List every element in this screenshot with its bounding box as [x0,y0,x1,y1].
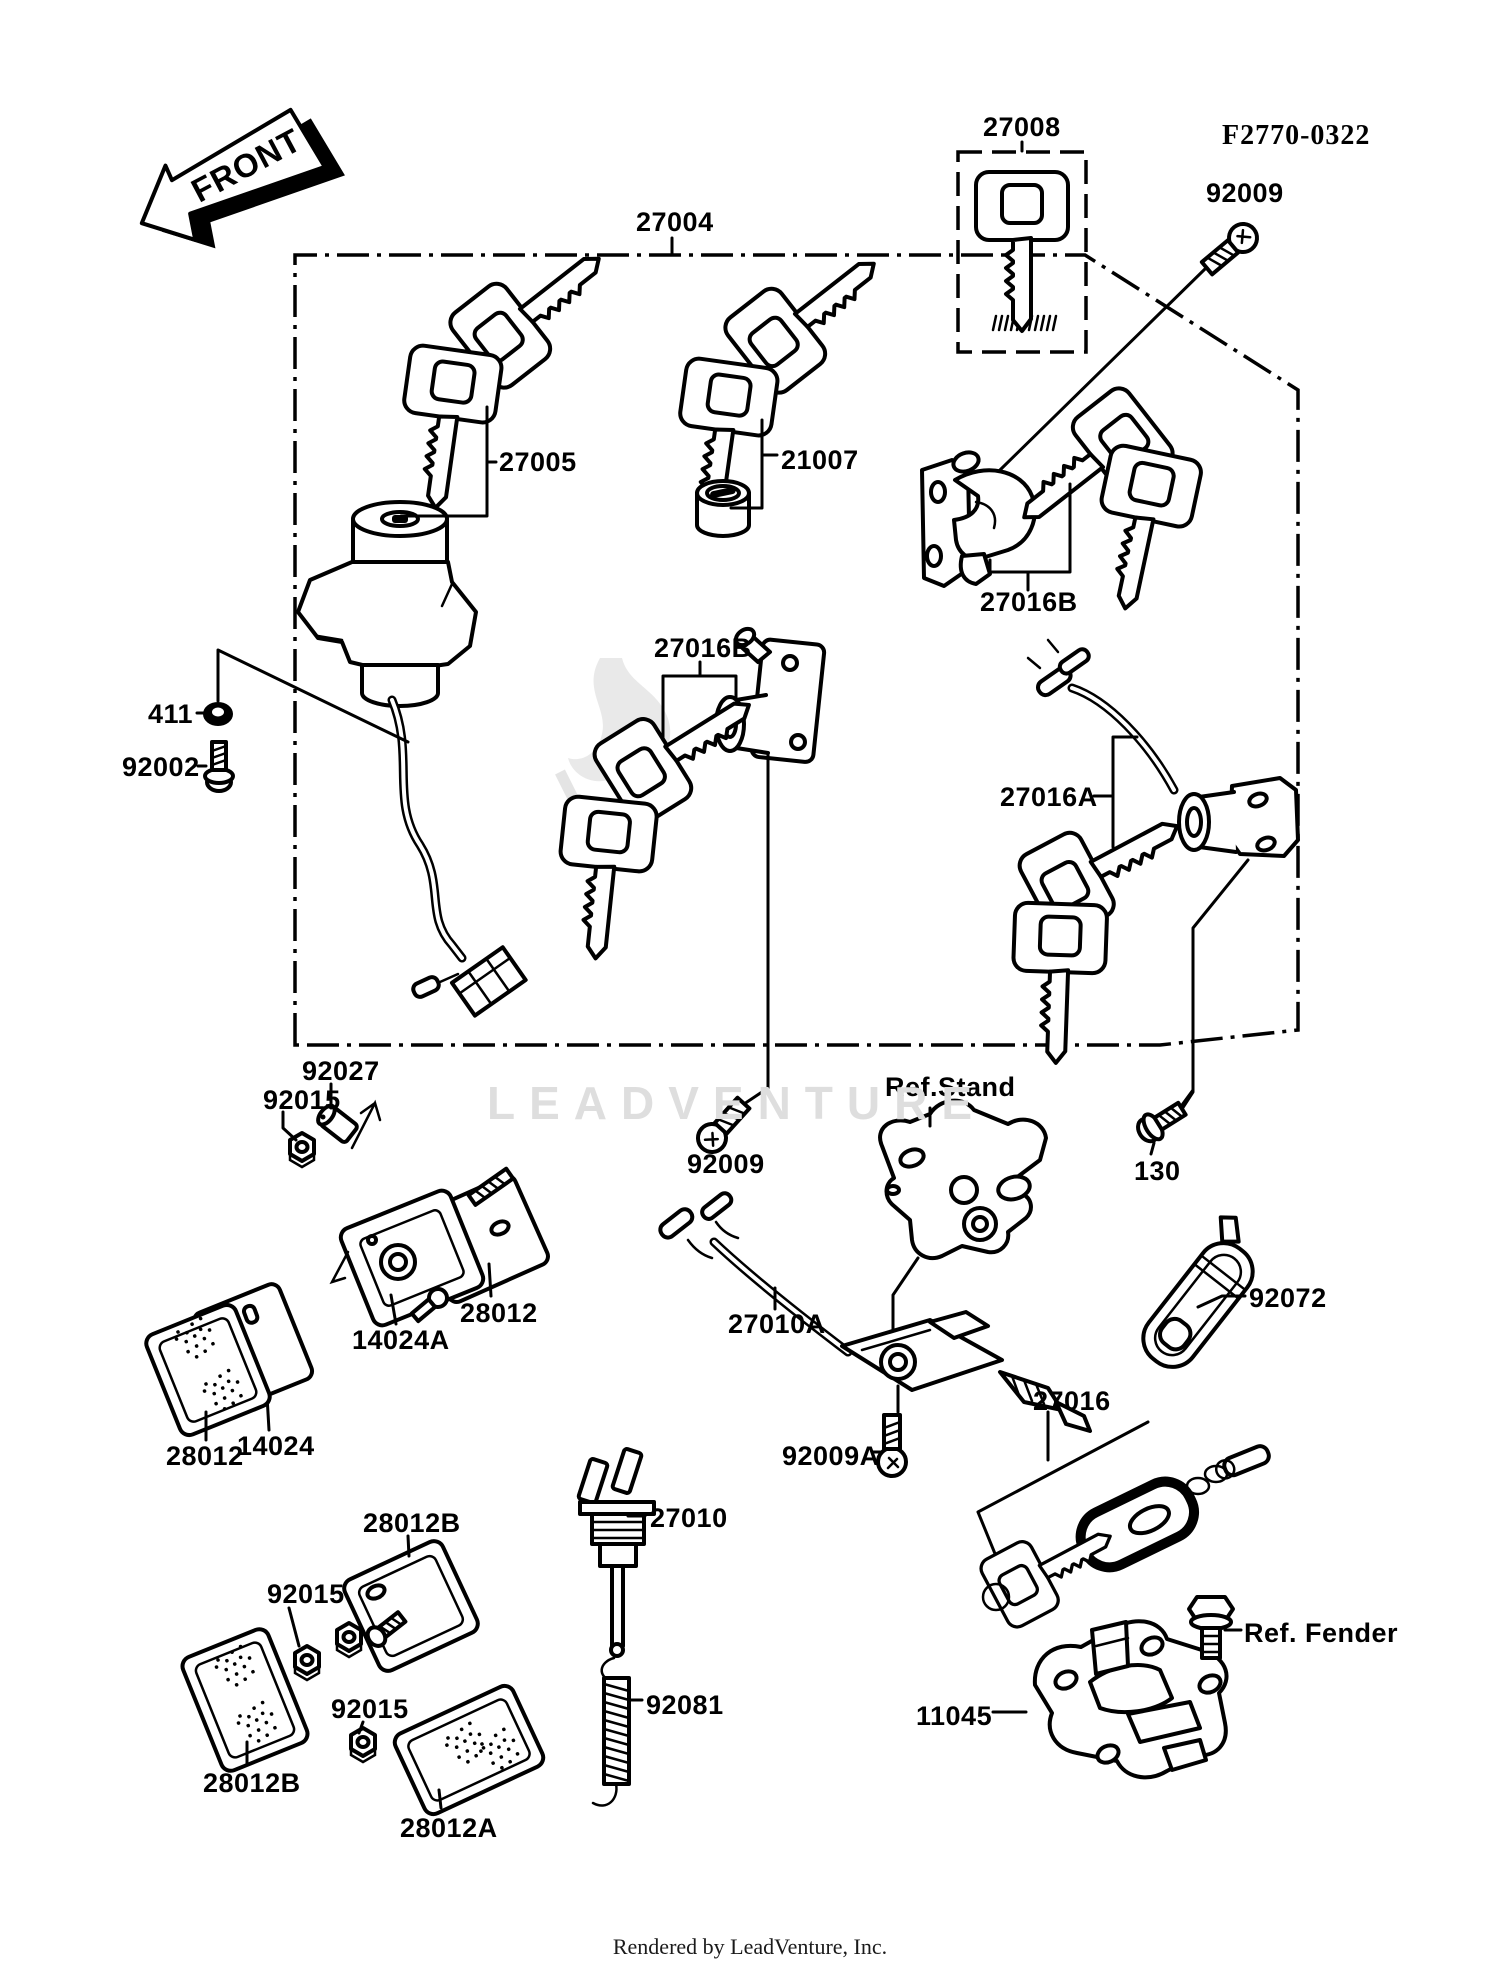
part-28012B-reflector [180,1627,310,1773]
part-label-92009-top: 92009 [1206,178,1284,208]
part-label-ref-stand: Ref.Stand [885,1072,1016,1102]
part-label-14024: 14024 [237,1431,315,1461]
ref-stand-bracket [878,1098,1048,1334]
part-92015-nut-3 [349,1720,377,1764]
part-92009-bottom-screw [690,752,770,1160]
part-411-washer [195,648,410,744]
part-label-27008: 27008 [983,112,1061,142]
part-92009-top-screw [998,216,1265,472]
part-27016-holder [975,1410,1271,1633]
part-27010A-switch-assy [658,1191,1092,1433]
bracket-27016B-center [661,660,738,742]
part-11045-bracket [991,1619,1229,1780]
part-92015-nut-2 [287,1606,363,1682]
part-label-27016: 27016 [1033,1386,1111,1416]
part-label-27016B-right: 27016B [980,587,1078,617]
part-label-28012-top: 28012 [460,1298,538,1328]
ref-fender-bolt [1187,1595,1243,1660]
part-label-27010: 27010 [650,1503,728,1533]
part-92081-spring [591,1656,644,1807]
part-label-411: 411 [148,699,194,729]
part-21007-cylinder [695,479,751,538]
part-label-92009A: 92009A [782,1441,880,1471]
bracket-27005 [399,405,498,518]
part-label-f2770-0322: F2770-0322 [1222,120,1371,151]
part-label-92015-1: 92015 [263,1085,341,1115]
leadventure-watermark: LEADVENTURE [487,1077,987,1129]
part-92027-bushing [316,1082,382,1150]
part-label-92015-2: 92015 [267,1579,345,1609]
part-label-130: 130 [1134,1156,1181,1186]
part-92072-band [1141,1215,1255,1369]
part-label-27010A: 27010A [728,1309,826,1339]
part-label-92027: 92027 [302,1056,380,1086]
part-label-28012B-bottom: 28012B [203,1768,301,1798]
part-28012A-reflector [392,1683,546,1817]
part-label-27016B-center: 27016B [654,633,752,663]
part-label-ref-fender: Ref. Fender [1244,1618,1399,1648]
part-label-21007: 21007 [781,445,859,475]
part-27005-ignition-switch [296,500,528,1018]
part-label-11045: 11045 [916,1701,993,1731]
part-label-27005: 27005 [499,447,577,477]
part-27010-switch [576,1447,656,1658]
part-28012B-housing [342,1534,480,1673]
part-27016B-right-lock [920,450,1037,588]
part-14024A-base [329,1166,516,1328]
part-92002-bolt [196,740,235,793]
part-label-92072: 92072 [1249,1283,1327,1313]
footer-credit: Rendered by LeadVenture, Inc. [612,1934,888,1959]
bracket-27016A [1092,735,1139,849]
bracket-21007 [729,418,779,510]
part-label-28012-left: 28012 [166,1441,244,1471]
part-28012-left-reflector [144,1302,272,1442]
part-92015-nut-1 [281,1110,316,1169]
part-label-92015-3: 92015 [331,1694,409,1724]
part-label-92081: 92081 [646,1690,724,1720]
part-label-92009-bottom: 92009 [687,1149,765,1179]
part-label-28012A: 28012A [400,1813,498,1843]
part-label-27004: 27004 [636,207,714,237]
part-label-92002: 92002 [122,752,200,782]
part-label-27016A: 27016A [1000,782,1098,812]
bracket-27016B-right [988,482,1072,592]
part-label-14024A: 14024A [352,1325,450,1355]
group-box-27004 [293,236,1300,1047]
part-130-bolt [1130,928,1195,1156]
part-92009A-screw [870,1384,908,1478]
part-label-28012B-top: 28012B [363,1508,461,1538]
